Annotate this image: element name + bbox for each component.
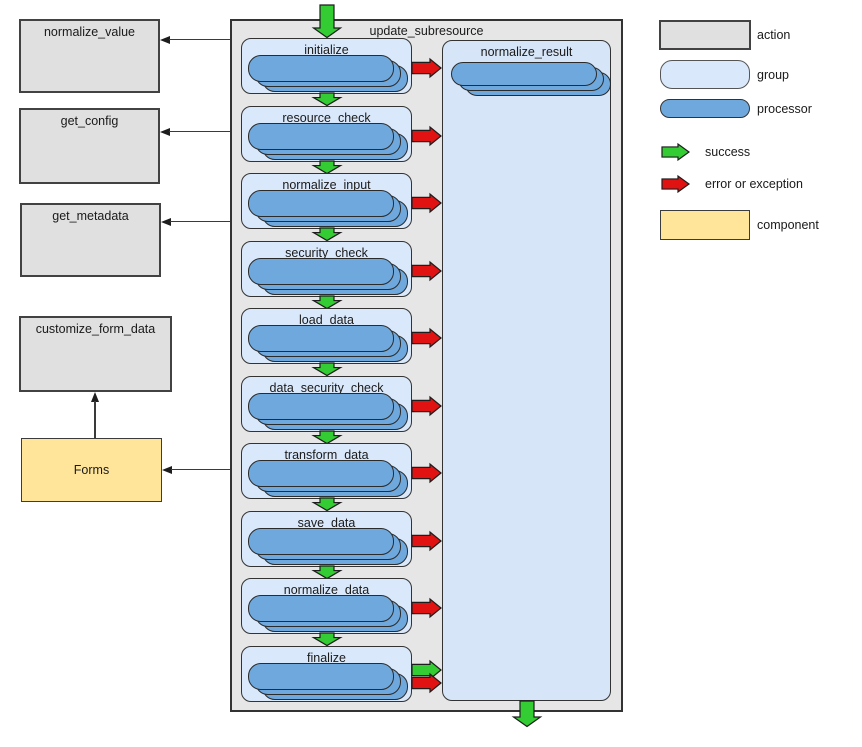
stage-group-normalize_data: normalize_data [241, 578, 412, 634]
stage-group-save_data: save_data [241, 511, 412, 567]
success-arrow [311, 227, 343, 242]
success-arrow [311, 497, 343, 512]
processor-pill [248, 325, 394, 352]
processor-pill [248, 55, 394, 82]
success-arrow [311, 92, 343, 107]
stage-group-resource_check: resource_check [241, 106, 412, 162]
processor-pill [248, 663, 394, 690]
stage-group-load_data: load_data [241, 308, 412, 364]
success-arrow [311, 295, 343, 310]
connector-line [169, 39, 230, 41]
success-arrow [311, 430, 343, 445]
connector-line [169, 131, 230, 133]
processor-pill [248, 123, 394, 150]
stage-label: resource_check [282, 111, 371, 125]
error-arrow [411, 57, 442, 79]
legend-swatch-processor [660, 99, 750, 118]
error-arrow [411, 125, 442, 147]
processor-pill [248, 528, 394, 555]
legend-label-success: success [705, 145, 751, 159]
processor-pill [248, 595, 394, 622]
legend-success-arrow [661, 142, 691, 162]
legend-label-error: error or exception [705, 177, 803, 191]
component-label: Forms [73, 463, 110, 477]
success-arrow [311, 565, 343, 580]
left-arrowhead [161, 217, 171, 226]
success-arrow [411, 659, 442, 681]
left-arrowhead [160, 127, 170, 136]
action-box-normalize_value: normalize_value [19, 19, 160, 93]
stage-group-security_check: security_check [241, 241, 412, 297]
stage-label: load_data [299, 313, 354, 327]
legend-swatch-action [659, 20, 751, 50]
group-label: normalize_result [480, 45, 573, 59]
legend-label-component: component [757, 218, 819, 232]
error-arrow [411, 462, 442, 484]
connector-line [171, 469, 230, 471]
stage-label: security_check [285, 246, 368, 260]
error-arrow [411, 672, 442, 694]
processor-pill [248, 258, 394, 285]
stage-group-transform_data: transform_data [241, 443, 412, 499]
connector-line [94, 401, 96, 438]
error-arrow [411, 192, 442, 214]
action-box-get_config: get_config [19, 108, 160, 184]
processor-pill [248, 190, 394, 217]
error-arrow [411, 327, 442, 349]
stage-label: normalize_data [283, 583, 370, 597]
error-arrow [411, 260, 442, 282]
pipeline-exit-success-arrow [511, 700, 543, 728]
success-arrow [311, 362, 343, 377]
action-label: get_config [60, 114, 119, 128]
legend-label-group: group [757, 67, 789, 82]
error-arrow [411, 597, 442, 619]
stage-label: save_data [297, 516, 356, 530]
stage-group-data_security_check: data_security_check [241, 376, 412, 432]
processor-pill [248, 460, 394, 487]
stage-group-initialize: initialize [241, 38, 412, 94]
stage-label: data_security_check [269, 381, 384, 395]
up-arrowhead [90, 392, 99, 402]
stage-label: normalize_input [282, 178, 371, 192]
error-arrow [411, 395, 442, 417]
action-box-get_metadata: get_metadata [20, 203, 161, 277]
stage-label: transform_data [284, 448, 369, 462]
pipeline-entry-success-arrow [311, 4, 343, 39]
legend-label-action: action [757, 28, 791, 42]
error-arrow [411, 530, 442, 552]
action-box-customize_form_data: customize_form_data [19, 316, 172, 392]
stage-label: finalize [307, 651, 346, 665]
success-arrow [311, 160, 343, 175]
left-arrowhead [160, 35, 170, 44]
action-label: normalize_value [43, 25, 136, 39]
action-label: customize_form_data [35, 322, 156, 336]
pipeline-title: update_subresource [369, 24, 484, 38]
stage-group-finalize: finalize [241, 646, 412, 702]
processor-pill [451, 62, 597, 86]
connector-line [170, 221, 230, 223]
group-normalize_result: normalize_result [442, 40, 611, 701]
stage-label: initialize [304, 43, 349, 57]
legend-swatch-component [660, 210, 750, 240]
success-arrow [311, 632, 343, 647]
component-box-forms: Forms [21, 438, 162, 502]
action-label: get_metadata [52, 209, 129, 223]
legend-error-arrow [661, 174, 691, 194]
legend-label-processor: processor [757, 101, 812, 116]
stage-group-normalize_input: normalize_input [241, 173, 412, 229]
legend-swatch-group [660, 60, 750, 89]
processor-pill [248, 393, 394, 420]
left-arrowhead [162, 465, 172, 474]
